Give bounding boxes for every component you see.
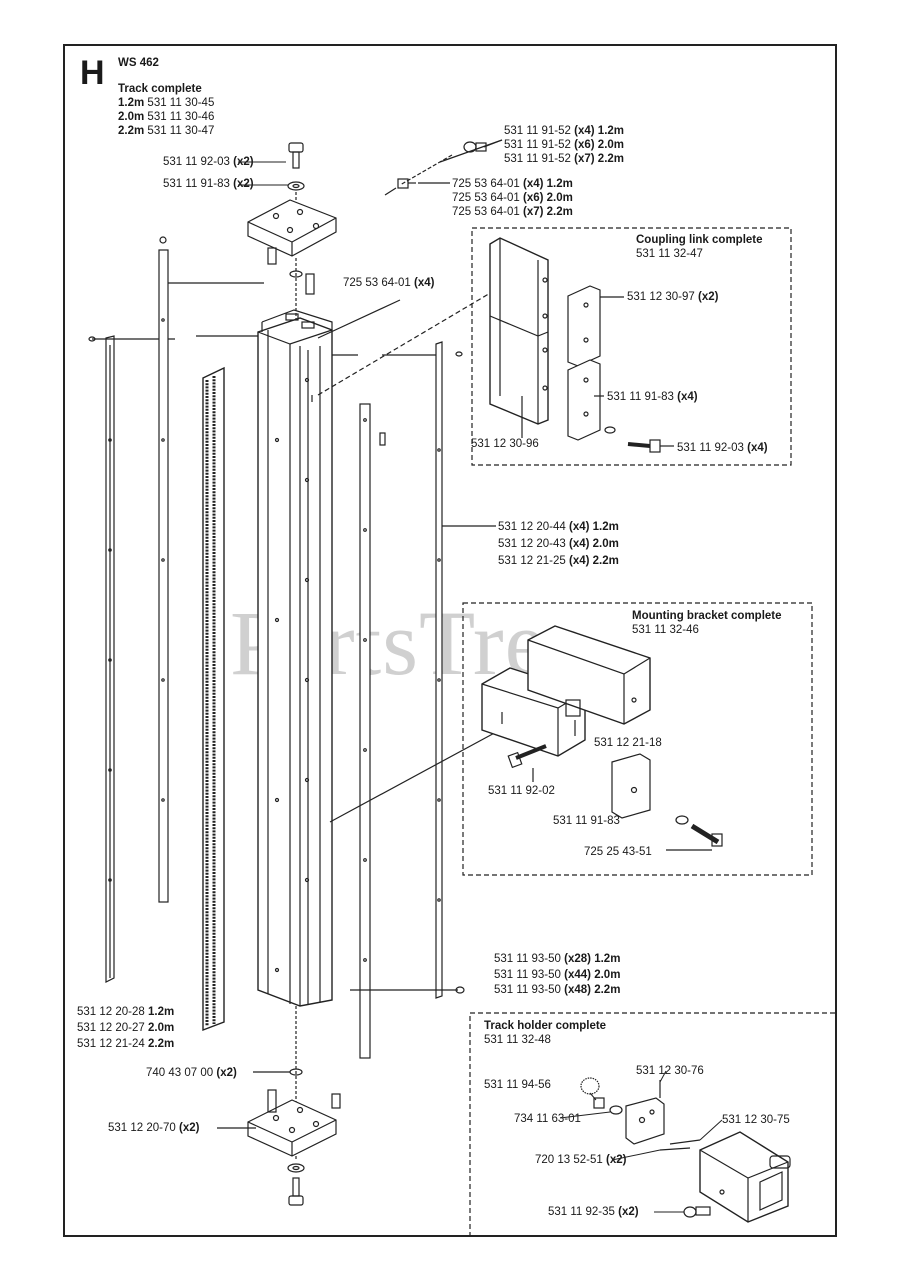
- track-complete-title: Track complete: [118, 83, 202, 95]
- track-complete-line: 1.2m 531 11 30-45: [118, 97, 215, 109]
- rail-group-line: 531 12 20-43 (x4) 2.0m: [498, 538, 619, 550]
- rivet-group-line: 531 11 93-50 (x48) 2.2m: [494, 984, 621, 996]
- rack-group-line: 531 12 21-24 2.2m: [77, 1038, 175, 1050]
- track-complete-line: 2.0m 531 11 30-46: [118, 111, 215, 123]
- coupling-title: Coupling link complete: [636, 234, 763, 246]
- coupling-plate-label: 531 12 30-97 (x2): [627, 291, 719, 303]
- coupling-plate-icon: [567, 285, 601, 441]
- holder-screw-label: 531 11 92-35 (x2): [548, 1206, 639, 1218]
- coupling-link-label: 531 12 30-96: [471, 438, 539, 450]
- rack-group-line: 531 12 20-27 2.0m: [77, 1022, 175, 1034]
- coupling-washer-label: 531 11 91-83 (x4): [607, 391, 698, 403]
- mounting-bolt-label: 531 11 92-02: [488, 785, 555, 797]
- mid-nut-label: 725 53 64-01 (x4): [343, 277, 435, 289]
- holder-knob-label: 531 11 94-56: [484, 1079, 551, 1091]
- mounting-part: 531 11 32-46: [632, 624, 699, 636]
- screw-group-2-line: 725 53 64-01 (x7) 2.2m: [452, 206, 573, 218]
- mounting-title: Mounting bracket complete: [632, 610, 782, 622]
- screw-group-2-line: 725 53 64-01 (x6) 2.0m: [452, 192, 573, 204]
- screw-group-2-line: 725 53 64-01 (x4) 1.2m: [452, 178, 573, 190]
- top-bolt-icon: [287, 142, 305, 191]
- rail-group-line: 531 12 20-44 (x4) 1.2m: [498, 521, 619, 533]
- screw-icon: [463, 141, 487, 153]
- coupling-bolt-label: 531 11 92-03 (x4): [677, 442, 768, 454]
- holder-part: 531 11 32-48: [484, 1034, 551, 1046]
- rail-group-line: 531 12 21-25 (x4) 2.2m: [498, 555, 619, 567]
- diagram-frame: [63, 44, 837, 1237]
- left-rail: [105, 335, 115, 983]
- coupling-link-icon: [489, 237, 549, 425]
- bottom-washer-label: 740 43 07 00 (x2): [146, 1067, 237, 1079]
- track-complete-line: 2.2m 531 11 30-47: [118, 125, 215, 137]
- second-rail: [158, 236, 169, 903]
- bottom-bolt-icon: [287, 1163, 305, 1206]
- holder-body-icon: [699, 1131, 791, 1223]
- mounting-bracket-box: [462, 602, 813, 876]
- holder-body-label: 531 12 30-75: [722, 1114, 790, 1126]
- inner-rail: [359, 403, 371, 1059]
- holder-bracket-icon: [625, 1097, 665, 1145]
- top-washer-label: 531 11 91-83 (x2): [163, 178, 254, 190]
- outer-rail: [435, 341, 463, 999]
- mounting-nut-label: 725 25 43-51: [584, 846, 652, 858]
- screw-icon: [397, 178, 416, 189]
- screw-group-1-line: 531 11 91-52 (x7) 2.2m: [504, 153, 625, 165]
- holder-title: Track holder complete: [484, 1020, 607, 1032]
- mounting-nut-icon: [690, 823, 723, 847]
- mounting-plate-icon: [611, 753, 651, 819]
- screw-group-1-line: 531 11 91-52 (x4) 1.2m: [504, 125, 625, 137]
- holder-washer-label: 734 11 63-01: [514, 1113, 581, 1125]
- holder-pin-icon: [659, 1139, 701, 1151]
- main-column: [257, 309, 333, 1007]
- coupling-link-box: [471, 227, 792, 466]
- rivet-group-line: 531 11 93-50 (x28) 1.2m: [494, 953, 621, 965]
- bottom-plate-icon: [247, 1089, 341, 1157]
- top-plate-icon: [247, 199, 337, 265]
- rivet-group-line: 531 11 93-50 (x44) 2.0m: [494, 969, 621, 981]
- screw-group-1-line: 531 11 91-52 (x6) 2.0m: [504, 139, 625, 151]
- track-holder-box: [469, 1012, 837, 1237]
- holder-pin-label: 720 13 52-51 (x2): [535, 1154, 627, 1166]
- model-name: WS 462: [118, 57, 159, 69]
- mounting-bolt-icon: [507, 744, 547, 769]
- mounting-bracket-icon: [481, 625, 651, 757]
- mounting-plate-label: 531 12 21-18: [594, 737, 662, 749]
- bottom-plate-label: 531 12 20-70 (x2): [108, 1122, 200, 1134]
- mounting-washer-label: 531 11 91-83: [553, 815, 620, 827]
- coupling-part: 531 11 32-47: [636, 248, 703, 260]
- holder-knob-icon: [580, 1077, 605, 1109]
- rack-group-line: 531 12 20-28 1.2m: [77, 1006, 175, 1018]
- holder-bracket-label: 531 12 30-76: [636, 1065, 704, 1077]
- gear-rack: [202, 366, 225, 1032]
- section-letter: H: [80, 54, 105, 92]
